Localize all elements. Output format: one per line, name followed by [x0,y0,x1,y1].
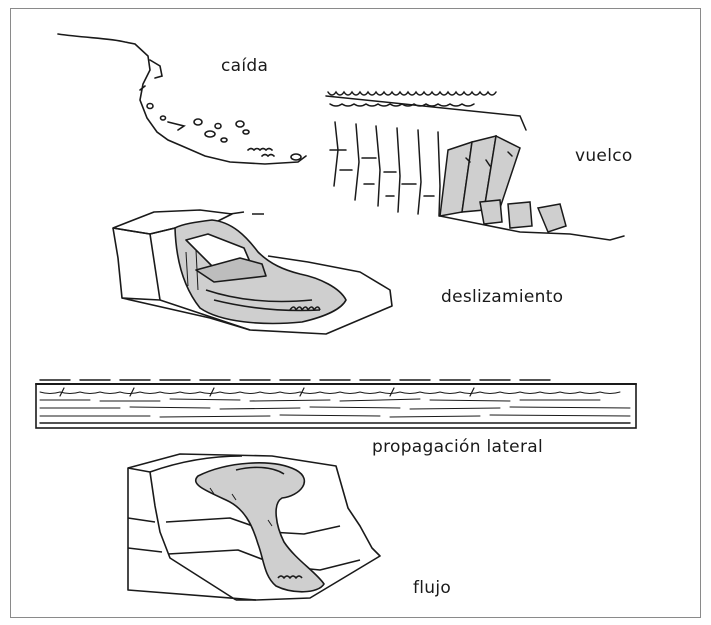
label-flujo: flujo [413,578,451,598]
flow-illustration [128,454,380,600]
slide-illustration [113,210,392,334]
topple-illustration [326,92,624,240]
label-caida: caída [221,56,268,76]
label-deslizamiento: deslizamiento [441,287,563,307]
lateral-spread-illustration [36,380,636,428]
fall-illustration [58,34,306,164]
label-vuelco: vuelco [575,146,633,166]
label-propagacion-lateral: propagación lateral [372,437,543,457]
